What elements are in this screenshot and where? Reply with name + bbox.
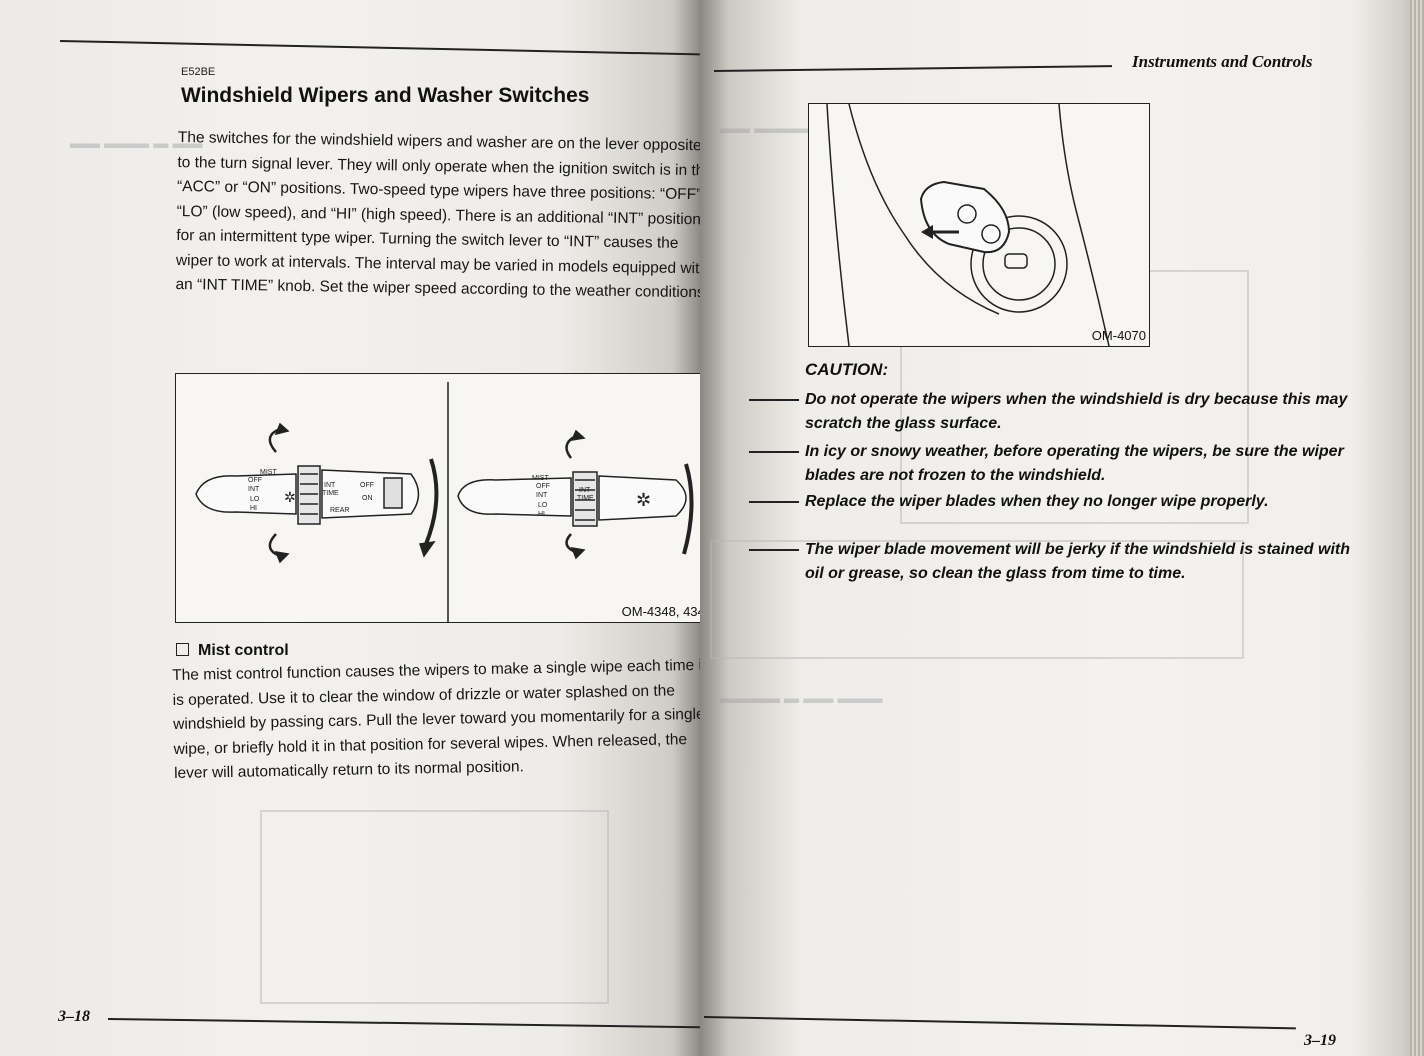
checkbox-icon (176, 643, 189, 656)
mist-control-heading-text: Mist control (198, 642, 289, 659)
page-number-right: 3–19 (1304, 1032, 1336, 1049)
lever-right-int-time-label-1: INT (579, 487, 591, 494)
lever-left-rear-on-label: ON (362, 495, 373, 502)
lever-left-rear-label: REAR (330, 507, 349, 514)
lever-right-int-time-label-2: TIME (577, 495, 594, 502)
lever-right-int-label: INT (536, 492, 548, 499)
wiper-symbol-icon: ✲ (284, 489, 296, 505)
caution-dash (749, 451, 799, 453)
caution-item-text: The wiper blade movement will be jerky i… (805, 541, 1351, 582)
lever-left-lo-label: LO (250, 496, 260, 503)
caution-dash (749, 501, 799, 503)
arrow-left-icon (921, 225, 933, 239)
running-header: Instruments and Controls (1132, 52, 1313, 71)
show-through-warning-box (710, 540, 1244, 659)
left-page: ▬▬ ▬ ▬▬▬ ▬▬ E52BE Windshield Wipers and … (0, 0, 700, 1056)
wiper-lever-diagram: MIST OFF INT LO HI INT TIME OFF ON REAR … (195, 382, 694, 622)
show-through-figure (260, 810, 609, 1004)
wiper-lever-figure: MIST OFF INT LO HI INT TIME OFF ON REAR … (175, 373, 700, 623)
figure-label-left: OM-4348, 4349 (621, 604, 700, 619)
lever-left-int-time-label-2: TIME (322, 490, 339, 497)
section-code: E52BE (181, 66, 216, 78)
wiper-symbol-icon: ✲ (636, 490, 651, 510)
intro-paragraph: The switches for the windshield wipers a… (175, 128, 700, 302)
lever-left-int-label: INT (248, 486, 260, 493)
steering-column-figure: OM-4070 (808, 103, 1150, 347)
lever-left-off-label: OFF (248, 477, 262, 484)
caution-item-text: Replace the wiper blades when they no lo… (805, 493, 1269, 510)
show-through-text: ▬▬▬ ▬▬ ▬ ▬▬▬▬ (720, 690, 883, 707)
mist-control-paragraph: The mist control function causes the wip… (172, 656, 700, 782)
lever-left-rear-off-label: OFF (360, 482, 374, 489)
caution-dash (749, 549, 799, 551)
page-edge (1410, 0, 1424, 1056)
lever-right-hi-label: HI (538, 511, 545, 518)
page-number-left: 3–18 (58, 1008, 90, 1025)
wiper-lever-right (457, 429, 694, 560)
lever-left-hi-label: HI (250, 505, 257, 512)
lever-right-off-label: OFF (536, 483, 550, 490)
caution-item: Do not operate the wipers when the winds… (749, 388, 1353, 436)
caution-item: The wiper blade movement will be jerky i… (749, 538, 1353, 586)
lever-right-lo-label: LO (538, 502, 548, 509)
caution-item-text: Do not operate the wipers when the winds… (805, 391, 1348, 432)
mist-control-heading: Mist control (176, 642, 289, 660)
steering-column-diagram (826, 103, 1110, 347)
caution-heading: CAUTION: (805, 360, 889, 379)
bottom-rule-right (703, 1016, 1296, 1030)
caution-item-text: In icy or snowy weather, before operatin… (805, 443, 1344, 484)
top-rule (59, 40, 700, 56)
lever-left-mist-label: MIST (260, 469, 277, 476)
wiper-lever-left (195, 422, 439, 564)
lever-left-int-time-label-1: INT (324, 482, 336, 489)
caution-dash (749, 399, 799, 401)
caution-item: In icy or snowy weather, before operatin… (749, 440, 1353, 488)
bottom-rule-left (107, 1018, 700, 1029)
figure-label-right: OM-4070 (1091, 328, 1146, 343)
header-rule (713, 65, 1112, 72)
caution-item: Replace the wiper blades when they no lo… (749, 490, 1353, 514)
section-title: Windshield Wipers and Washer Switches (181, 84, 590, 107)
right-page: ▬▬▬ ▬ ▬▬ ▬▬▬▬ ▬▬ ▬▬▬ ▬▬ ▬ ▬▬▬▬ Instrumen… (700, 0, 1424, 1056)
lever-right-mist-label: MIST (532, 475, 549, 482)
